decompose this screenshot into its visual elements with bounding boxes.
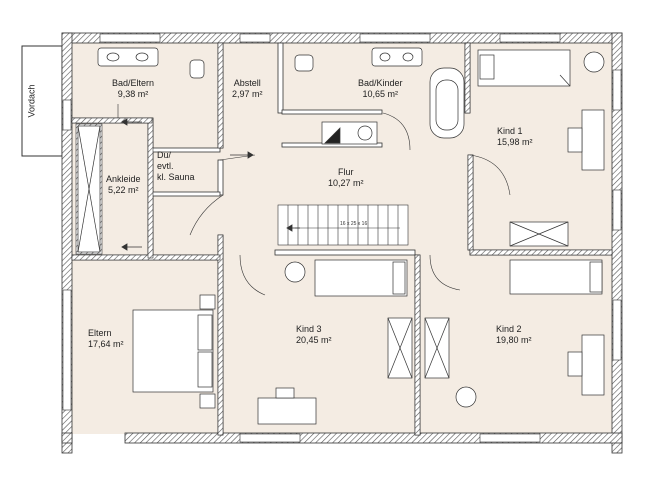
exterior-walls bbox=[61, 32, 623, 454]
room-area: 2,97 m² bbox=[232, 89, 263, 99]
room-line: evtl. bbox=[157, 161, 174, 171]
room-du-sauna: Du/ evtl. kl. Sauna bbox=[157, 150, 195, 183]
bad-eltern-fixtures bbox=[97, 47, 205, 79]
windows bbox=[62, 33, 622, 443]
room-name: Eltern bbox=[88, 328, 112, 338]
room-name: Kind 2 bbox=[496, 324, 522, 334]
bad-kinder-fixtures bbox=[294, 47, 465, 145]
room-name: Abstell bbox=[233, 78, 261, 88]
room-area: 9,38 m² bbox=[117, 89, 149, 99]
room-line: kl. Sauna bbox=[157, 172, 195, 182]
vordach-outline bbox=[21, 45, 63, 157]
room-kind3: Kind 3 20,45 m² bbox=[296, 324, 332, 346]
room-area: 19,80 m² bbox=[496, 335, 532, 345]
vordach-label-box: Vordach bbox=[22, 48, 42, 154]
kind1-furniture bbox=[477, 49, 605, 247]
room-name: Kind 1 bbox=[497, 126, 523, 136]
eltern-furniture bbox=[132, 294, 216, 409]
room-name: Bad/Eltern bbox=[112, 78, 155, 88]
stair-dimension-label: 16 x 25 x 16 bbox=[340, 221, 368, 227]
room-kind2: Kind 2 19,80 m² bbox=[496, 324, 532, 346]
room-area: 20,45 m² bbox=[296, 335, 332, 345]
arrows bbox=[121, 118, 300, 251]
room-area: 10,27 m² bbox=[328, 178, 364, 188]
room-name: Bad/Kinder bbox=[358, 78, 403, 88]
kind3-furniture bbox=[257, 259, 413, 425]
room-name: Ankleide bbox=[106, 174, 141, 184]
room-area: 5,22 m² bbox=[108, 185, 139, 195]
staircase bbox=[277, 204, 409, 246]
room-eltern: Eltern 17,64 m² bbox=[88, 328, 124, 350]
vordach-label: Vordach bbox=[27, 84, 37, 118]
room-abstell: Abstell 2,97 m² bbox=[232, 78, 263, 100]
room-area: 15,98 m² bbox=[497, 137, 533, 147]
room-line: Du/ bbox=[157, 150, 172, 160]
room-bad-eltern: Bad/Eltern 9,38 m² bbox=[112, 78, 154, 100]
door-swings bbox=[117, 104, 511, 296]
room-bad-kinder: Bad/Kinder 10,65 m² bbox=[358, 78, 403, 100]
room-kind1: Kind 1 15,98 m² bbox=[497, 126, 533, 148]
room-name: Kind 3 bbox=[296, 324, 322, 334]
room-name: Flur bbox=[338, 167, 354, 177]
room-area: 17,64 m² bbox=[88, 339, 124, 349]
room-area: 10,65 m² bbox=[362, 89, 399, 99]
room-ankleide: Ankleide 5,22 m² bbox=[106, 174, 141, 196]
room-flur: Flur 10,27 m² bbox=[328, 167, 364, 189]
wardrobe-ankleide bbox=[77, 125, 101, 253]
kind2-furniture bbox=[424, 259, 605, 408]
